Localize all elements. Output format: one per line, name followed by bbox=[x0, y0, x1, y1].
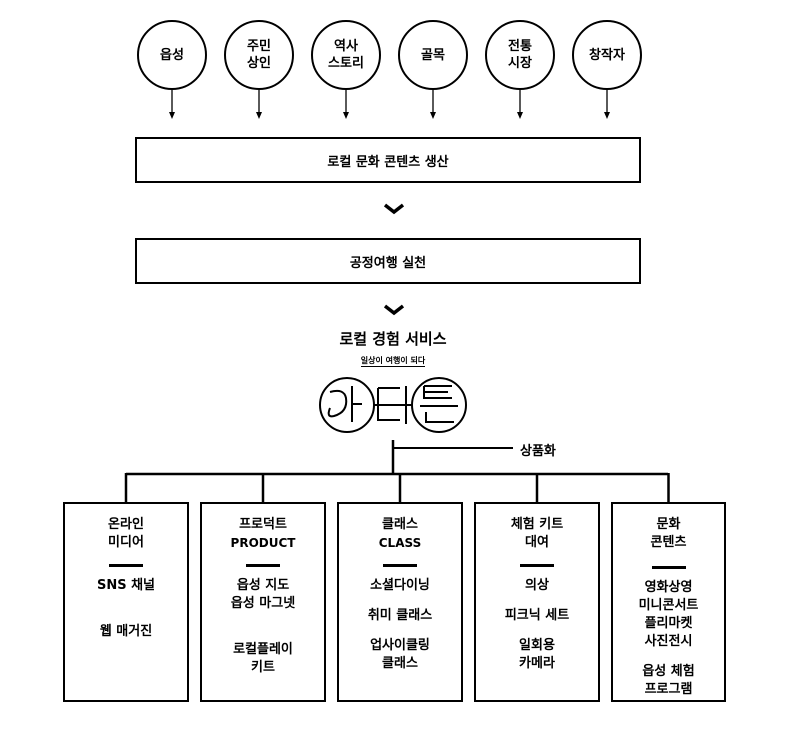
source-circle: 골목 bbox=[398, 20, 468, 90]
category-title: 온라인 미디어 bbox=[108, 517, 144, 550]
brand-logo bbox=[319, 377, 467, 433]
content-production-bar: 로컬 문화 콘텐츠 생산 bbox=[135, 137, 641, 183]
arrow-head-icon bbox=[430, 112, 436, 119]
divider bbox=[246, 564, 280, 567]
source-circle: 주민 상인 bbox=[224, 20, 294, 90]
arrow-head-icon bbox=[169, 112, 175, 119]
category-title: 클래스 bbox=[382, 517, 418, 532]
source-circle: 읍성 bbox=[137, 20, 207, 90]
source-label: 전통 시장 bbox=[508, 39, 532, 71]
divider bbox=[109, 564, 143, 567]
source-label: 골목 bbox=[421, 47, 445, 63]
category-item: 읍성 지도 읍성 마그넷 bbox=[230, 577, 296, 611]
arrow-head-icon bbox=[517, 112, 523, 119]
category-item: 업사이클링 클래스 bbox=[370, 637, 430, 671]
source-label: 창작자 bbox=[589, 47, 625, 63]
category-item: 취미 클래스 bbox=[367, 607, 433, 623]
category-item: 웹 매거진 bbox=[99, 623, 153, 639]
source-label: 주민 상인 bbox=[247, 39, 271, 71]
category-item: 로컬플레이 키트 bbox=[233, 641, 293, 675]
source-circle: 역사 스토리 bbox=[311, 20, 381, 90]
arrow-head-icon bbox=[343, 112, 349, 119]
arrow-head-icon bbox=[604, 112, 610, 119]
divider bbox=[651, 566, 686, 569]
divider bbox=[383, 564, 417, 567]
divider bbox=[520, 564, 554, 567]
commercialize-label: 상품화 bbox=[520, 444, 556, 459]
source-circle: 창작자 bbox=[572, 20, 642, 90]
service-title: 로컬 경험 서비스 bbox=[339, 330, 447, 348]
category-title: 프로덕트 bbox=[239, 517, 287, 532]
fair-travel-label: 공정여행 실천 bbox=[349, 255, 427, 271]
category-subtitle: PRODUCT bbox=[230, 536, 296, 550]
source-circle: 전통 시장 bbox=[485, 20, 555, 90]
service-tagline: 일상이 여행이 되다 bbox=[0, 355, 786, 367]
tagline-text: 일상이 여행이 되다 bbox=[360, 356, 426, 367]
chevron-down-icon bbox=[383, 203, 405, 215]
category-item: 피크닉 세트 bbox=[504, 607, 570, 623]
category-item: 의상 bbox=[525, 577, 549, 593]
category-item: 소셜다이닝 bbox=[370, 577, 430, 593]
category-item: SNS 채널 bbox=[96, 577, 156, 593]
category-title: 문화 콘텐츠 bbox=[650, 517, 687, 550]
arrow-head-icon bbox=[256, 112, 262, 119]
source-label: 역사 스토리 bbox=[328, 39, 364, 71]
category-item: 일회용 카메라 bbox=[519, 637, 555, 671]
source-label: 읍성 bbox=[160, 47, 184, 63]
fair-travel-bar: 공정여행 실천 bbox=[135, 238, 641, 284]
category-item: 읍성 체험 프로그램 bbox=[642, 663, 695, 697]
category-title: 체험 키트 대여 bbox=[510, 517, 564, 550]
category-item: 영화상영 미니콘서트 플리마켓 사진전시 bbox=[638, 579, 699, 649]
chevron-down-icon bbox=[383, 304, 405, 316]
content-production-label: 로컬 문화 콘텐츠 생산 bbox=[327, 154, 449, 170]
category-subtitle: CLASS bbox=[378, 536, 422, 550]
